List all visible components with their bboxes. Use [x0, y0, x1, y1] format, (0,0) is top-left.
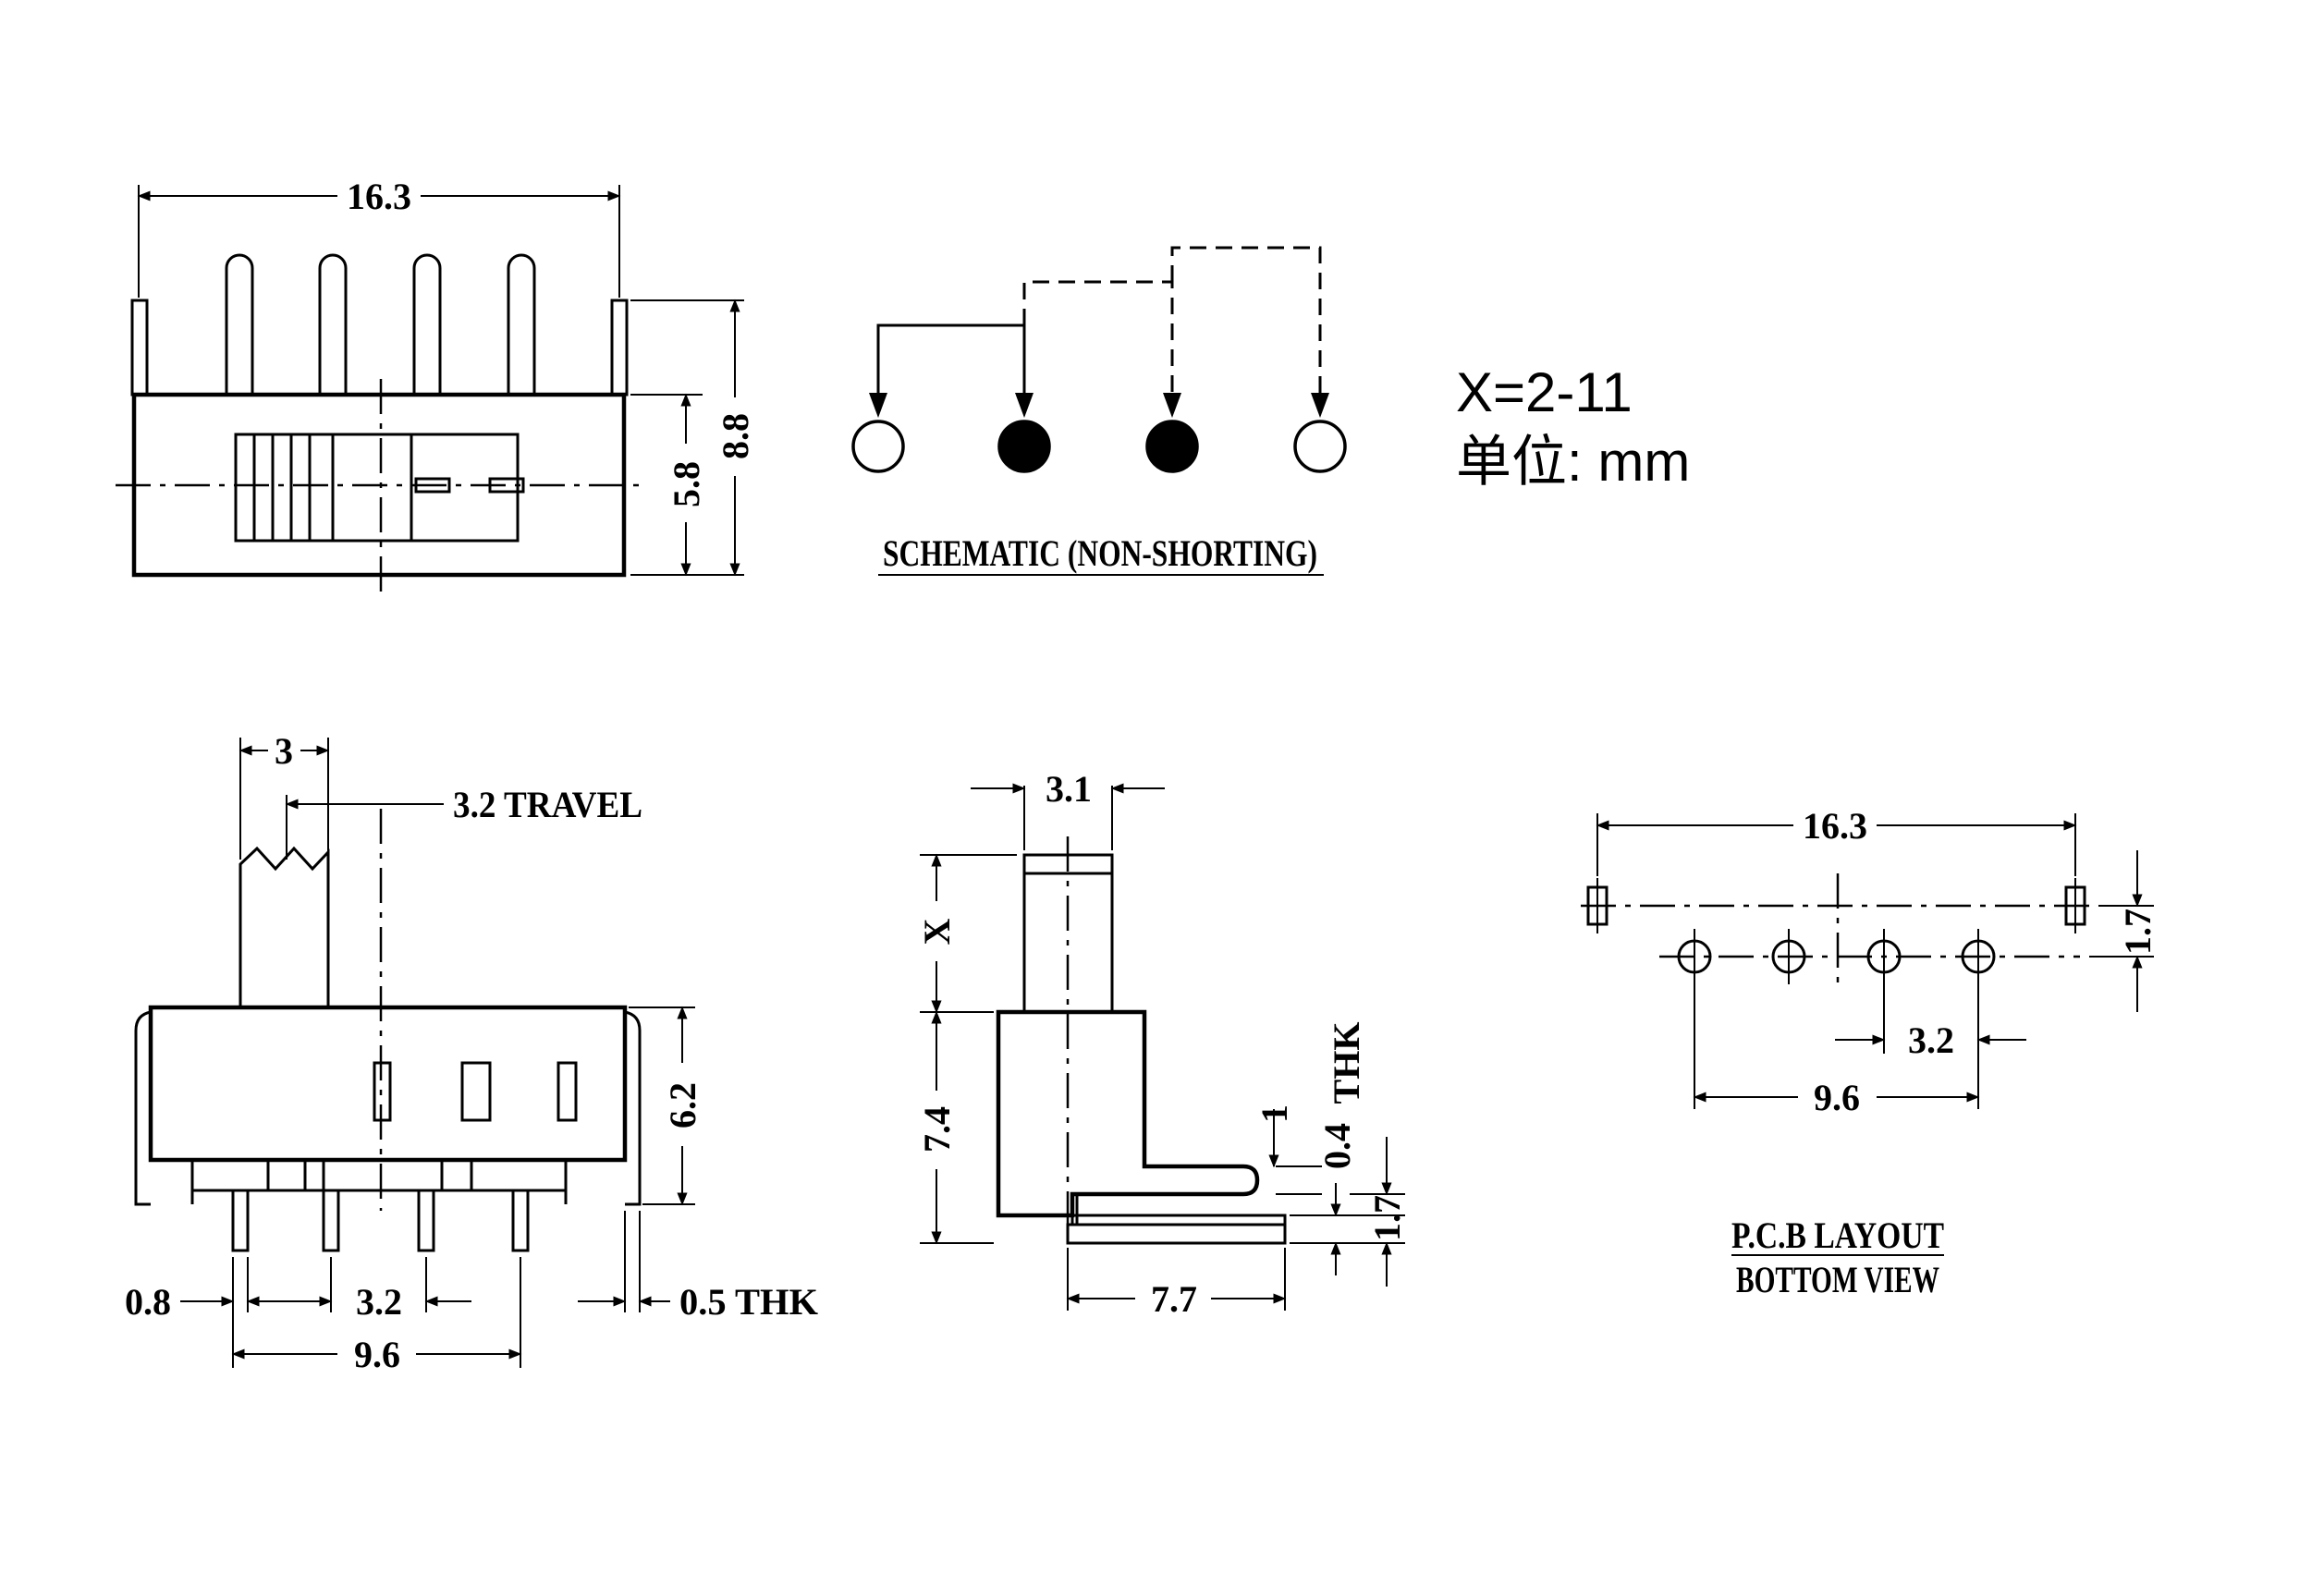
side-actuator-label: 3.1: [1046, 768, 1092, 810]
side-thk-label: THK: [1326, 1022, 1367, 1104]
side-one-label: 1: [1254, 1104, 1295, 1123]
front-actuator-label: 3: [275, 730, 293, 772]
front-span-label: 9.6: [354, 1334, 400, 1375]
notes: X=2-11 单位: mm: [1456, 361, 1690, 493]
schematic-view: SCHEMATIC (NON-SHORTING): [851, 246, 1347, 576]
front-height-label: 6.2: [662, 1082, 703, 1128]
front-travel-label: 3.2 TRAVEL: [453, 784, 642, 825]
pcb-caption-layout: P.C.B LAYOUT: [1731, 1214, 1944, 1256]
front-pin-width-label: 0.8: [125, 1281, 171, 1323]
top-view: 16.3 5.8 8.8: [116, 176, 756, 592]
top-total-height-label: 8.8: [715, 413, 756, 459]
front-thickness-label: 0.5 THK: [679, 1281, 818, 1323]
x-range-note: X=2-11: [1456, 361, 1633, 423]
terminal-open: [851, 420, 905, 473]
pcb-offset-label: 1.7: [2117, 909, 2159, 955]
side-view: 3.1 X 7.4 THK 1 0.4 1.7 7.7: [916, 768, 1408, 1320]
unit-note: 单位: mm: [1456, 431, 1690, 493]
side-height-label: 7.4: [916, 1106, 958, 1153]
pcb-pitch-label: 3.2: [1908, 1019, 1954, 1061]
pcb-caption-bottom-view: BOTTOM VIEW: [1736, 1259, 1939, 1300]
side-offset-label: 1.7: [1366, 1195, 1408, 1241]
terminal-closed: [997, 420, 1051, 473]
side-x-label: X: [916, 918, 958, 945]
pcb-span-label: 9.6: [1814, 1077, 1860, 1118]
schematic-caption: SCHEMATIC (NON-SHORTING): [883, 532, 1317, 574]
front-pitch-label: 3.2: [356, 1281, 402, 1323]
terminal-open: [1293, 420, 1347, 473]
pcb-width-label: 16.3: [1803, 805, 1867, 847]
top-width-label: 16.3: [347, 176, 411, 217]
pcb-layout-view: 16.3 1.7 3.2 9.6 P.C.B LAYOUT BOTTOM VIE…: [1581, 805, 2159, 1300]
front-view: 3 3.2 TRAVEL 6.2 0.8 3.2 0.5 THK 9.6: [125, 730, 818, 1375]
top-body-height-label: 5.8: [666, 461, 707, 507]
side-pin-thk-label: 0.4: [1316, 1123, 1358, 1169]
terminal-closed: [1145, 420, 1199, 473]
side-depth-label: 7.7: [1151, 1278, 1197, 1320]
